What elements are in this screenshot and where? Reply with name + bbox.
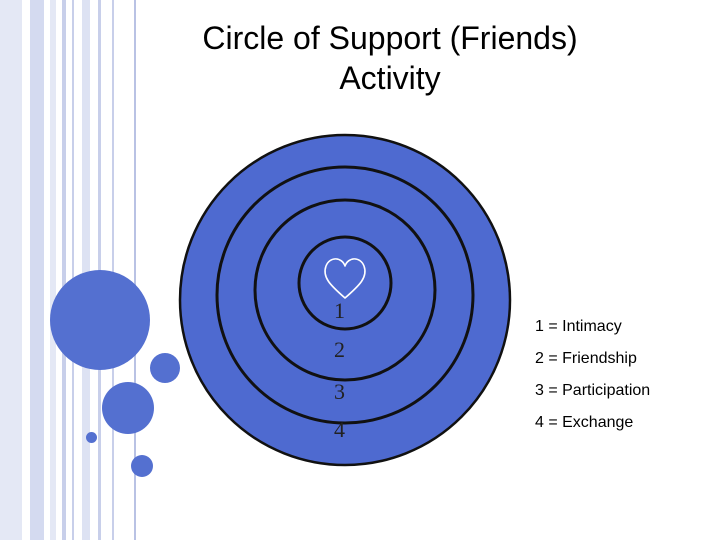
ring-number-2: 2 [334,337,345,362]
decorative-dot-large [50,270,150,370]
legend-item-participation: 3 = Participation [535,382,651,399]
heart-outline-icon [324,258,366,299]
slide-title: Circle of Support (Friends) Activity [150,18,630,98]
decorative-dot-medium [150,353,180,383]
decorative-dot-small-2 [131,455,153,477]
ring-number-4: 4 [334,417,345,442]
decorative-dot-small [86,432,97,443]
legend-item-intimacy: 1 = Intimacy [535,318,622,335]
title-line-1: Circle of Support (Friends) [202,20,578,56]
title-line-2: Activity [339,60,441,96]
ring-number-3: 3 [334,379,345,404]
legend-item-exchange: 4 = Exchange [535,414,634,431]
circle-1 [297,235,393,331]
legend-item-friendship: 2 = Friendship [535,350,637,367]
decorative-dot-medium-2 [102,382,154,434]
ring-number-1: 1 [334,298,345,323]
